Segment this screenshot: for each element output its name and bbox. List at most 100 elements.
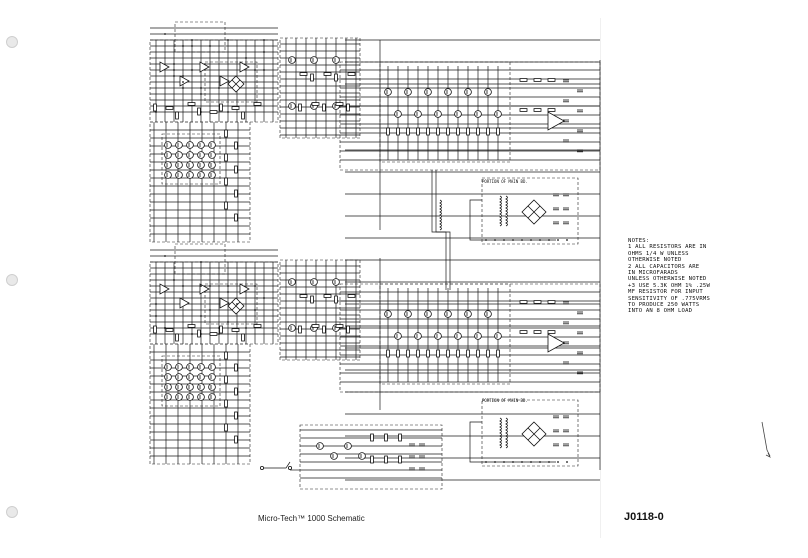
notes-line: 2 ALL CAPACITORS ARE xyxy=(628,263,700,270)
junction-dot xyxy=(182,87,184,89)
junction-dot xyxy=(218,87,220,89)
resistor-symbol xyxy=(322,325,326,334)
junction-dot xyxy=(173,63,175,65)
resistor-symbol xyxy=(476,127,480,136)
junction-dot xyxy=(191,45,193,47)
document-number: J0118-0 xyxy=(624,511,664,523)
resistor-symbol xyxy=(426,349,430,358)
transistor-symbol xyxy=(316,442,324,450)
resistor-symbol xyxy=(323,72,332,76)
junction-dot xyxy=(227,39,229,41)
switch-contact-symbol xyxy=(259,465,264,470)
protection-section xyxy=(149,343,251,465)
resistor-symbol xyxy=(398,455,402,464)
transistor-symbol xyxy=(394,332,402,340)
junction-dot xyxy=(182,45,184,47)
transistor-symbol xyxy=(175,383,183,391)
resistor-symbol xyxy=(386,349,390,358)
resistor-symbol xyxy=(219,325,223,334)
transistor-symbol xyxy=(164,151,172,159)
opamp-symbol xyxy=(219,75,230,87)
resistor-symbol xyxy=(234,189,238,198)
resistor-symbol xyxy=(396,349,400,358)
resistor-symbol xyxy=(234,411,238,420)
resistor-symbol xyxy=(406,127,410,136)
notes-heading: NOTES: xyxy=(628,238,650,244)
transistor-symbol xyxy=(175,393,183,401)
resistor-symbol xyxy=(234,363,238,372)
junction-dot xyxy=(164,33,166,35)
power-supply-box xyxy=(481,399,579,467)
resistor-symbol xyxy=(547,330,556,334)
junction-dot xyxy=(245,327,247,329)
transistor-symbol xyxy=(197,171,205,179)
junction-dot xyxy=(173,279,175,281)
junction-dot xyxy=(227,285,229,287)
resistor-symbol xyxy=(406,349,410,358)
notes-line: SENSITIVITY OF .775VRMS xyxy=(628,295,711,302)
junction-dot xyxy=(191,333,193,335)
resistor-symbol xyxy=(370,455,374,464)
resistor-symbol xyxy=(386,127,390,136)
junction-dot xyxy=(182,81,184,83)
transistor-symbol xyxy=(404,88,412,96)
transistor-symbol xyxy=(288,324,296,332)
output-stage-box xyxy=(339,283,601,393)
junction-dot xyxy=(512,239,514,241)
resistor-symbol xyxy=(311,102,320,106)
transistor-symbol xyxy=(208,393,216,401)
driver-section xyxy=(279,37,361,139)
transistor-symbol xyxy=(494,110,502,118)
junction-dot xyxy=(566,461,568,463)
resistor-symbol xyxy=(346,325,350,334)
transistor-symbol xyxy=(197,383,205,391)
transistor-symbol xyxy=(175,151,183,159)
transistor-symbol xyxy=(186,363,194,371)
resistor-symbol xyxy=(456,349,460,358)
resistor-symbol xyxy=(346,103,350,112)
transistor-symbol xyxy=(414,332,422,340)
resistor-symbol xyxy=(253,102,262,106)
resistor-symbol xyxy=(153,103,157,112)
resistor-symbol xyxy=(335,102,344,106)
junction-dot xyxy=(200,333,202,335)
protection-section xyxy=(149,121,251,243)
notes-line: UNLESS OTHERWISE NOTED xyxy=(628,276,707,283)
relay-section xyxy=(299,424,443,490)
junction-dot xyxy=(494,461,496,463)
junction-dot xyxy=(209,45,211,47)
transformer-coil-symbol xyxy=(505,195,508,227)
dashed-boundaries xyxy=(149,21,601,490)
resistor-symbol xyxy=(224,129,228,138)
transistor-symbol xyxy=(175,141,183,149)
resistor-symbol xyxy=(224,423,228,432)
transistor-symbol xyxy=(494,332,502,340)
diode-mark xyxy=(231,301,241,311)
resistor-symbol xyxy=(398,433,402,442)
resistor-symbol xyxy=(209,110,218,114)
binder-hole xyxy=(6,36,18,48)
transistor-symbol xyxy=(164,383,172,391)
resistor-symbol xyxy=(416,127,420,136)
junction-dot xyxy=(263,297,265,299)
resistor-symbol xyxy=(310,73,314,82)
opamp-symbol xyxy=(239,61,250,73)
resistor-symbol xyxy=(219,103,223,112)
resistor-symbol xyxy=(486,127,490,136)
junction-dot xyxy=(254,309,256,311)
notes-block: NOTES: 1 ALL RESISTORS ARE IN OHMS 1/4 W… xyxy=(628,238,778,315)
junction-dot xyxy=(164,255,166,257)
transistor-symbol xyxy=(164,373,172,381)
opamp-symbol xyxy=(159,61,170,73)
junction-dot xyxy=(521,239,523,241)
wire xyxy=(435,170,451,290)
opamp-symbol xyxy=(159,283,170,295)
junction-dot xyxy=(503,239,505,241)
transistor-symbol xyxy=(384,88,392,96)
switch-contact-symbol xyxy=(287,465,292,470)
transistor-symbol xyxy=(332,278,340,286)
transistor-symbol xyxy=(310,278,318,286)
junction-dot xyxy=(200,285,202,287)
resistor-symbol xyxy=(334,73,338,82)
junction-dot xyxy=(263,51,265,53)
